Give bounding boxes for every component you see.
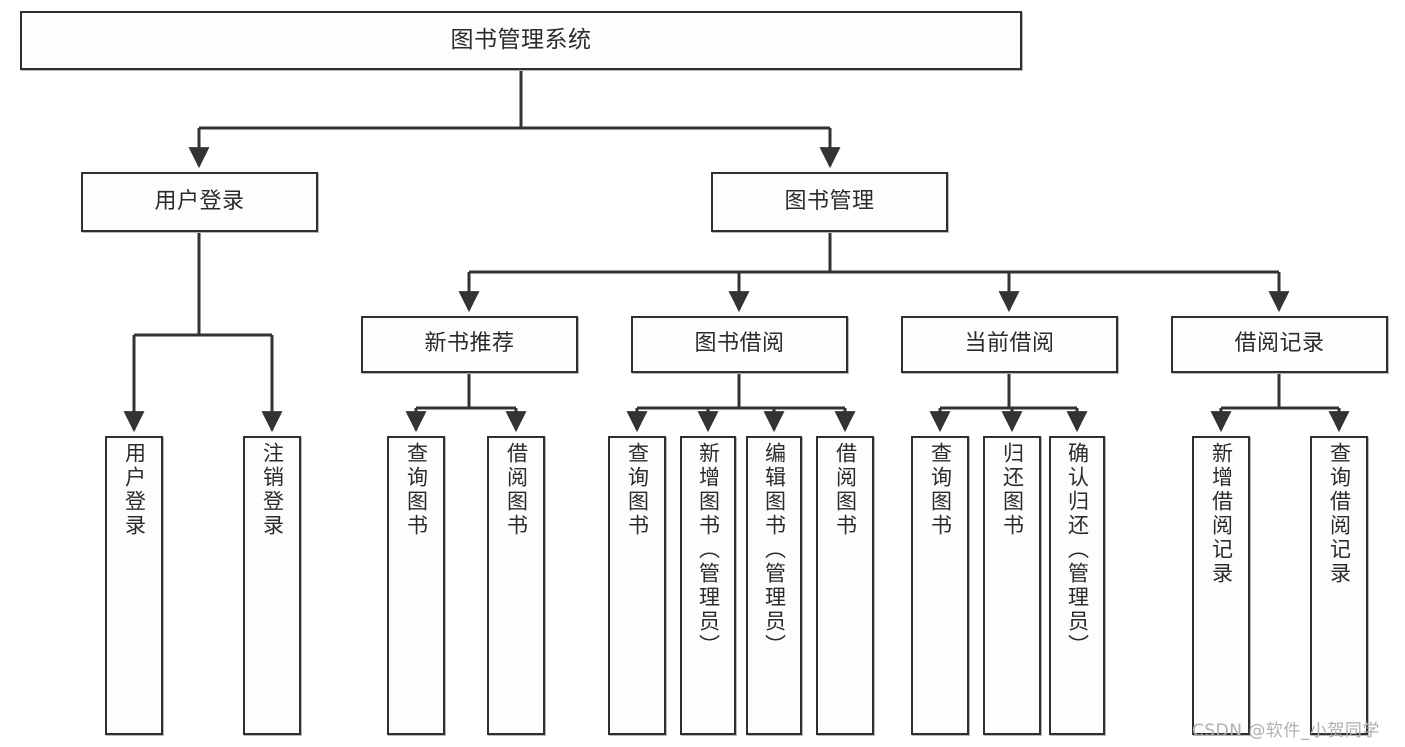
node-book-borrow-label: 图书借阅 bbox=[694, 331, 785, 357]
node-leaf-user-login[interactable]: 用户登录 bbox=[105, 436, 163, 735]
node-leaf-query-book-bor[interactable]: 查询图书 bbox=[608, 436, 666, 735]
node-leaf-add-book-label: 新增图书（管理员） bbox=[696, 442, 721, 658]
node-book-borrow[interactable]: 图书借阅 bbox=[631, 316, 848, 373]
node-leaf-add-book[interactable]: 新增图书（管理员） bbox=[680, 436, 736, 735]
node-user-login-label: 用户登录 bbox=[154, 188, 245, 214]
node-leaf-return-book[interactable]: 归还图书 bbox=[983, 436, 1041, 735]
node-leaf-confirm-return[interactable]: 确认归还（管理员） bbox=[1049, 436, 1105, 735]
node-current-borrow-label: 当前借阅 bbox=[964, 331, 1055, 357]
node-leaf-query-record-label: 查询借阅记录 bbox=[1327, 442, 1352, 586]
node-leaf-query-book-bor-label: 查询图书 bbox=[625, 442, 650, 538]
node-leaf-confirm-return-label: 确认归还（管理员） bbox=[1065, 442, 1090, 658]
watermark-text: CSDN @软件_小贺同学 bbox=[1192, 721, 1380, 741]
node-leaf-query-record[interactable]: 查询借阅记录 bbox=[1310, 436, 1368, 735]
node-leaf-user-login-label: 用户登录 bbox=[122, 442, 147, 538]
node-book-manage-label: 图书管理 bbox=[784, 188, 875, 214]
node-new-book-recommend-label: 新书推荐 bbox=[424, 331, 515, 357]
node-current-borrow[interactable]: 当前借阅 bbox=[901, 316, 1118, 373]
node-leaf-borrow-book-rec-label: 借阅图书 bbox=[504, 442, 529, 538]
node-leaf-query-book-cur-label: 查询图书 bbox=[928, 442, 953, 538]
node-leaf-borrow-book-bor-label: 借阅图书 bbox=[833, 442, 858, 538]
node-new-book-recommend[interactable]: 新书推荐 bbox=[361, 316, 578, 373]
node-leaf-edit-book[interactable]: 编辑图书（管理员） bbox=[746, 436, 802, 735]
node-leaf-query-book-rec[interactable]: 查询图书 bbox=[387, 436, 445, 735]
node-leaf-edit-book-label: 编辑图书（管理员） bbox=[762, 442, 787, 658]
node-user-login[interactable]: 用户登录 bbox=[81, 172, 318, 232]
node-root[interactable]: 图书管理系统 bbox=[20, 11, 1022, 70]
node-leaf-logout[interactable]: 注销登录 bbox=[243, 436, 301, 735]
node-leaf-add-record-label: 新增借阅记录 bbox=[1209, 442, 1234, 586]
node-book-manage[interactable]: 图书管理 bbox=[711, 172, 948, 232]
node-leaf-borrow-book-bor[interactable]: 借阅图书 bbox=[816, 436, 874, 735]
node-borrow-record-label: 借阅记录 bbox=[1234, 331, 1325, 357]
node-leaf-logout-label: 注销登录 bbox=[260, 442, 285, 538]
node-leaf-query-book-cur[interactable]: 查询图书 bbox=[911, 436, 969, 735]
node-leaf-borrow-book-rec[interactable]: 借阅图书 bbox=[487, 436, 545, 735]
node-root-label: 图书管理系统 bbox=[450, 26, 592, 53]
node-borrow-record[interactable]: 借阅记录 bbox=[1171, 316, 1388, 373]
node-leaf-query-book-rec-label: 查询图书 bbox=[404, 442, 429, 538]
node-leaf-add-record[interactable]: 新增借阅记录 bbox=[1192, 436, 1250, 735]
node-leaf-return-book-label: 归还图书 bbox=[1000, 442, 1025, 538]
